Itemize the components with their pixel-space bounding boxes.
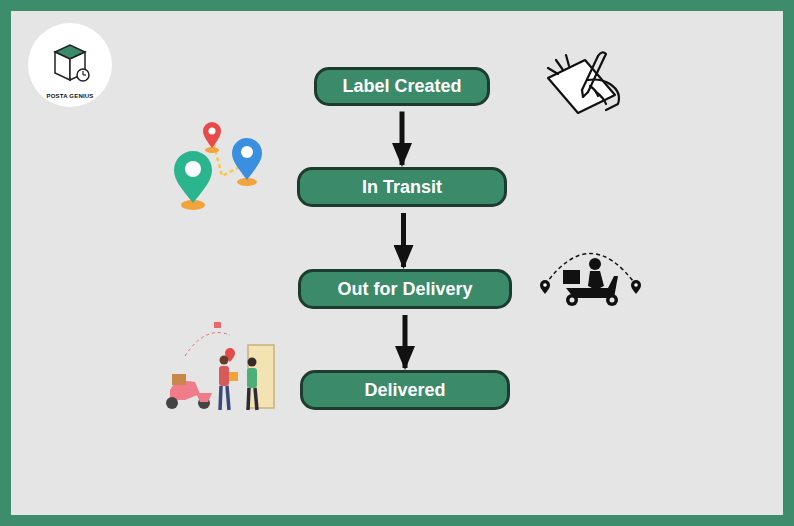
flow-arrow: [400, 112, 405, 166]
map-pins-icon: [174, 122, 262, 210]
delivery-handover-illustration: [166, 322, 274, 410]
status-box: Out for Delivery: [298, 269, 512, 309]
flow-arrow: [401, 213, 406, 267]
flow-arrow: [403, 315, 408, 368]
status-label: Label Created: [342, 76, 461, 97]
logo-text: POSTA GENIUS: [46, 93, 93, 99]
status-box: Delivered: [300, 370, 510, 410]
logo-circle: [28, 23, 112, 107]
status-box: Label Created: [314, 67, 490, 106]
scooter-courier-icon: [540, 254, 641, 307]
status-box: In Transit: [297, 167, 507, 207]
status-label: In Transit: [362, 177, 442, 198]
writing-hand-icon: [548, 52, 619, 113]
status-label: Out for Delivery: [337, 279, 472, 300]
status-label: Delivered: [364, 380, 445, 401]
logo-box-icon: [55, 45, 89, 81]
